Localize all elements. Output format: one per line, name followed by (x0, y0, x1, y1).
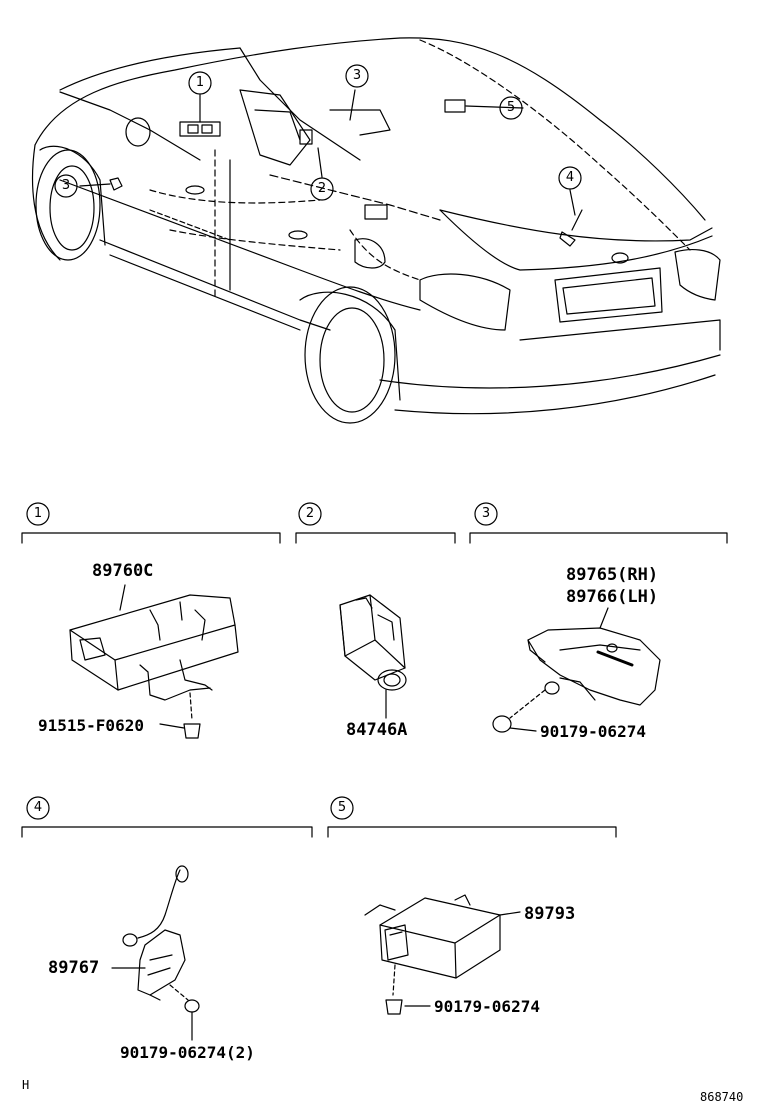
car-callout-3-left: 3 (61, 178, 71, 193)
part-89760c-drawing (69, 584, 239, 739)
car-callout-1: 1 (195, 75, 205, 90)
part-89793-drawing (364, 894, 521, 1015)
part-label-89767: 89767 (48, 958, 100, 978)
part-89765-drawing (492, 607, 661, 733)
section-1-number: 1 (33, 506, 43, 521)
car-callout-5: 5 (506, 100, 516, 115)
section-3-number: 3 (481, 506, 491, 521)
part-label-84746a: 84746A (346, 720, 408, 740)
section-2-number: 2 (305, 506, 315, 521)
footer-diagram-number: 868740 (700, 1090, 744, 1104)
part-label-90179-06274-2: 90179-06274(2) (120, 1043, 255, 1062)
part-label-89793: 89793 (524, 904, 576, 924)
car-illustration (31, 37, 721, 424)
part-84746a-drawing (339, 594, 407, 719)
section-4-number: 4 (33, 800, 43, 815)
car-callout-4: 4 (565, 170, 575, 185)
part-label-91515-f0620: 91515-F0620 (38, 716, 144, 735)
part-89767-drawing (111, 865, 200, 1041)
footer-left-mark: H (22, 1078, 30, 1092)
part-label-90179-06274-s3: 90179-06274 (540, 722, 646, 741)
part-label-89766-lh: 89766(LH) (566, 587, 659, 607)
car-callout-2: 2 (317, 181, 327, 196)
car-callout-3-top: 3 (352, 68, 362, 83)
part-label-90179-06274-s5: 90179-06274 (434, 997, 540, 1016)
section-5-number: 5 (337, 800, 347, 815)
part-label-89760c: 89760C (92, 561, 154, 581)
part-label-89765-rh: 89765(RH) (566, 565, 659, 585)
